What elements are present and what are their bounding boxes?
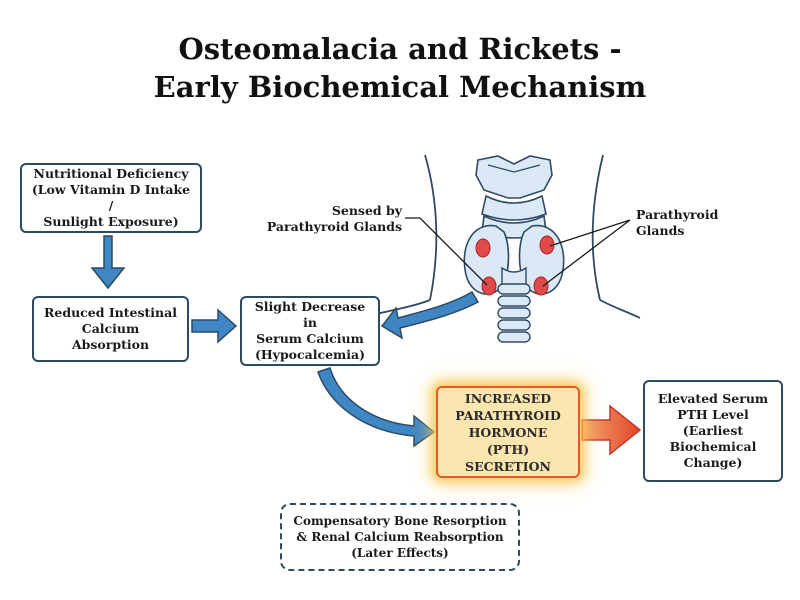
arrow-hypocalcemia-to-pth bbox=[317, 367, 436, 448]
box-pth-secretion: INCREASED PARATHYROID HORMONE (PTH) SECR… bbox=[436, 386, 580, 478]
neck-outline-right bbox=[591, 154, 604, 301]
parathyroid-lower-right bbox=[533, 276, 549, 296]
box-nutritional-deficiency: Nutritional Deficiency (Low Vitamin D In… bbox=[20, 163, 202, 233]
parathyroid-glands bbox=[475, 235, 555, 296]
shoulder-right bbox=[599, 299, 641, 319]
box-compensatory: Compensatory Bone Resorption & Renal Cal… bbox=[280, 503, 520, 571]
arrow-pth-to-elevated bbox=[581, 404, 642, 456]
title-line-2: Early Biochemical Mechanism bbox=[153, 70, 647, 104]
parathyroid-upper-left bbox=[475, 238, 491, 258]
diagram-title: Osteomalacia and Rickets - Early Biochem… bbox=[0, 30, 800, 106]
arrow-glands-to-hypocalcemia bbox=[380, 290, 480, 340]
leader-parathyroid-1 bbox=[549, 219, 631, 247]
neck-outline-left bbox=[424, 154, 438, 301]
thyroid-gland bbox=[463, 224, 565, 295]
label-sensed-by: Sensed by Parathyroid Glands bbox=[266, 203, 402, 234]
arrow-deficiency-to-absorption bbox=[90, 235, 126, 290]
leader-sensed-by bbox=[405, 217, 488, 286]
trachea bbox=[497, 283, 531, 343]
label-parathyroid-glands: Parathyroid Glands bbox=[636, 207, 719, 238]
box-hypocalcemia: Slight Decrease in Serum Calcium (Hypoca… bbox=[240, 296, 380, 366]
box-elevated-pth: Elevated Serum PTH Level (Earliest Bioch… bbox=[643, 380, 783, 482]
parathyroid-lower-left bbox=[481, 276, 497, 296]
box-reduced-absorption: Reduced Intestinal Calcium Absorption bbox=[32, 296, 189, 362]
title-line-1: Osteomalacia and Rickets - bbox=[178, 32, 622, 66]
leader-parathyroid-2 bbox=[542, 219, 631, 287]
arrow-absorption-to-hypocalcemia bbox=[191, 308, 238, 344]
